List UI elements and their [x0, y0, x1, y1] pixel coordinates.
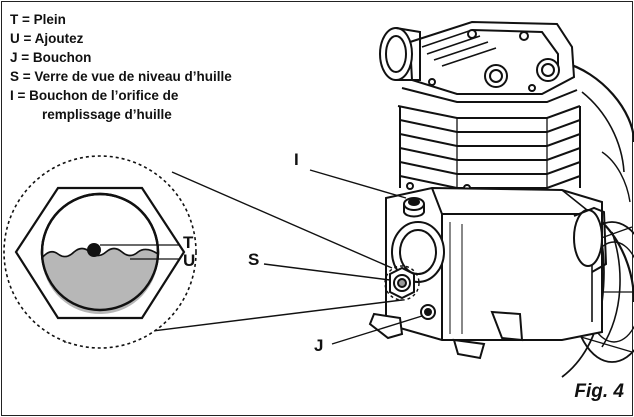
oil-drain-plug [420, 304, 436, 320]
legend-s: S = Verre de vue de niveau d’huille [10, 69, 232, 84]
callout-t: T [183, 233, 194, 252]
callout-s: S [248, 250, 260, 269]
callout-u: U [183, 251, 196, 270]
callout-j: J [314, 336, 324, 355]
legend-i-line1: I = Bouchon de l’orifice de [10, 88, 179, 103]
cylinder-fins [397, 105, 581, 192]
oil-sight-glass [389, 266, 415, 300]
crankcase [368, 186, 608, 360]
part-leader-lines [263, 169, 423, 345]
level-leader-lines [100, 244, 180, 260]
magnified-sight-glass [14, 186, 186, 320]
legend: T = Plein U = Ajoutez J = Bouchon S = Ve… [10, 10, 232, 124]
cylinder-head [379, 20, 578, 103]
legend-i-line2: remplissage d’huille [42, 107, 172, 122]
figure-label: Fig. 4 [574, 381, 624, 402]
oil-fill-plug [403, 197, 425, 218]
legend-t: T = Plein [10, 12, 66, 27]
callout-i: I [294, 150, 299, 169]
legend-u: U = Ajoutez [10, 31, 84, 46]
legend-j: J = Bouchon [10, 50, 92, 65]
